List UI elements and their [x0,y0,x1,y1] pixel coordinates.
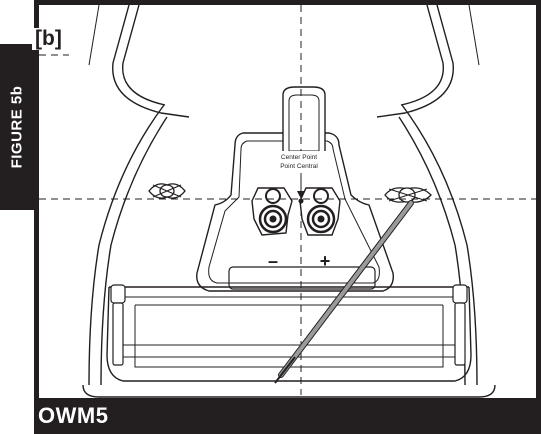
figure-frame: – + [34,0,541,434]
figure-tab-label: FIGURE 5b [8,85,26,169]
center-mounting-recess [282,86,326,156]
center-point-callout-box [271,151,327,173]
model-label: OWM5 [38,403,109,428]
terminal-negative [251,187,293,236]
bracket-base [82,286,496,398]
center-point-marker [298,198,304,204]
figure-tab: FIGURE 5b [0,44,34,210]
panel-label: [b] [32,28,65,50]
label-slot [228,266,376,290]
guide-rod [274,200,414,384]
center-point-label-alt: Point Central [280,163,318,170]
bracket-hinge-right [452,284,468,366]
speaker-cabinet-upper [88,5,480,118]
center-point-arrow-icon [297,191,305,199]
negative-symbol: – [268,251,278,271]
terminal-positive [299,187,341,236]
bracket-hinge-left [110,284,126,366]
speaker-mounting-diagram: – + [39,5,536,398]
model-bar: OWM5 [34,398,541,434]
keyhole-slot-left [148,183,186,199]
keyhole-slot-right [384,187,432,203]
center-point-label: Center Point [281,154,317,161]
positive-symbol: + [320,251,331,271]
terminal-plate [196,132,394,292]
